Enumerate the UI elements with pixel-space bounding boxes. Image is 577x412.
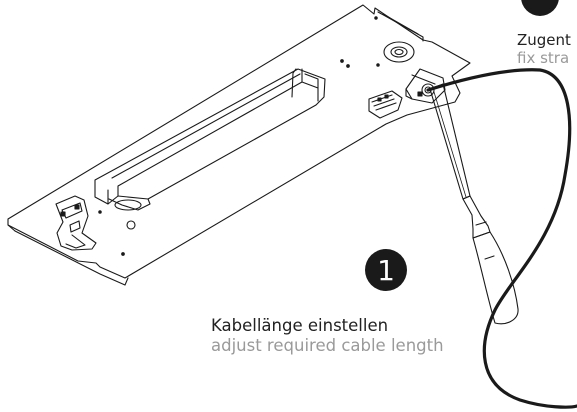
- caption-german: Kabellänge einstellen: [211, 316, 389, 335]
- step-number: 1: [377, 253, 395, 287]
- step-badge-1: 1: [365, 249, 407, 291]
- cable-channel: [94, 68, 326, 211]
- cable: [426, 68, 577, 409]
- step-caption-adjust-cable: Kabellänge einstellen adjust required ca…: [211, 316, 444, 356]
- screwdriver-tool: [429, 83, 519, 325]
- mounting-plate: [7, 4, 471, 286]
- caption-english: fix stra: [517, 49, 570, 67]
- caption-english: adjust required cable length: [211, 336, 444, 355]
- cable-clamp: [55, 195, 97, 251]
- caption-german: Zugent: [517, 31, 571, 49]
- connector-terminal: [368, 90, 403, 119]
- step-caption-strain-relief: Zugent fix stra: [517, 31, 571, 67]
- step-badge-top: [521, 0, 559, 16]
